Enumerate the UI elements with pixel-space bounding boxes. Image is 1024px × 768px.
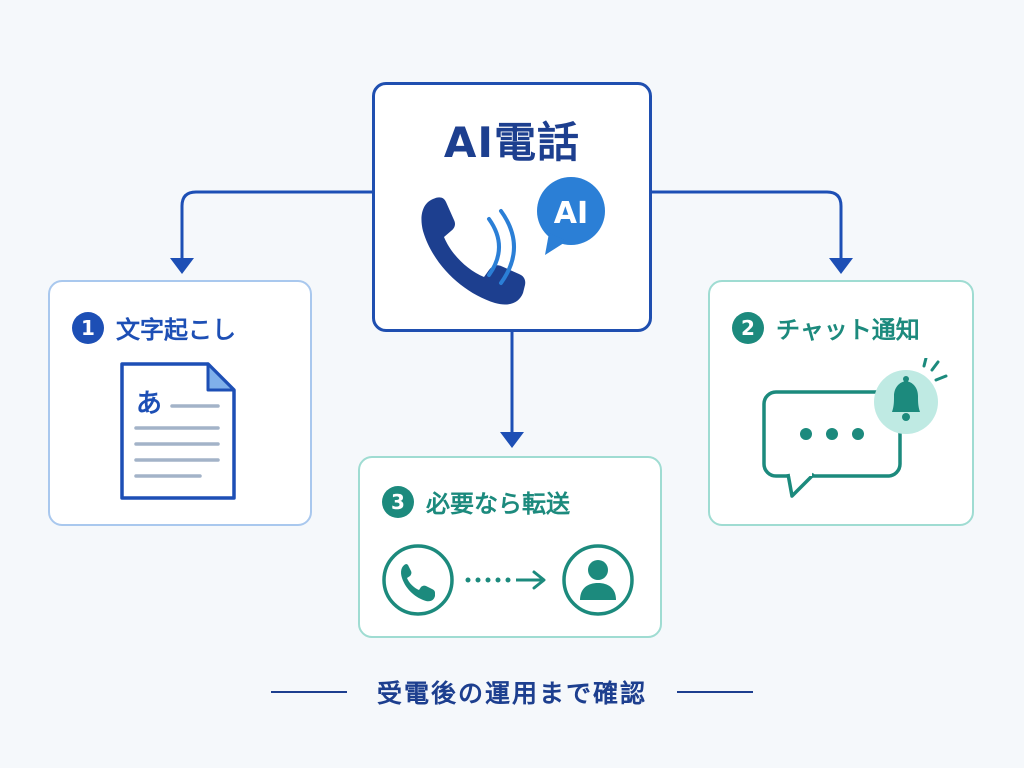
arrow-to-transcribe — [180, 190, 372, 268]
step-number-2: 2 — [732, 311, 764, 344]
signal-waves — [487, 209, 516, 285]
document-char: あ — [136, 389, 162, 419]
phone-circle-icon — [382, 544, 454, 616]
footer-rule-left — [270, 691, 347, 693]
ai-phone-box: AI電話 AI — [372, 82, 652, 332]
chat-notification-box: 2 チャット通知 — [708, 280, 974, 526]
step-label-transfer: 必要なら転送 — [426, 490, 570, 518]
bell-icon — [874, 358, 948, 434]
transcription-box: 1 文字起こし あ — [48, 280, 312, 526]
footer-rule-right — [677, 691, 753, 693]
step-label-chat-notification: チャット通知 — [776, 316, 920, 344]
ai-bubble-text: AI — [554, 196, 588, 231]
footer-text: 受電後の運用まで確認 — [376, 679, 647, 708]
phone-icon — [421, 197, 526, 305]
person-icon — [562, 544, 634, 616]
chat-bubble-icon — [762, 390, 902, 498]
dotted-arrow — [465, 570, 546, 590]
step-number-1: 1 — [72, 311, 104, 344]
ai-chat-bubble-icon: AI — [537, 177, 605, 255]
transfer-flow-icons — [382, 544, 634, 616]
footer-caption: 受電後の運用まで確認 — [0, 672, 1024, 712]
step-number-3: 3 — [382, 485, 414, 518]
arrow-to-notify — [652, 190, 843, 268]
transfer-box: 3 必要なら転送 — [358, 456, 662, 638]
document-icon: あ — [120, 362, 236, 500]
ai-phone-title: AI電話 — [443, 118, 581, 167]
step-label-transcription: 文字起こし — [116, 316, 236, 344]
